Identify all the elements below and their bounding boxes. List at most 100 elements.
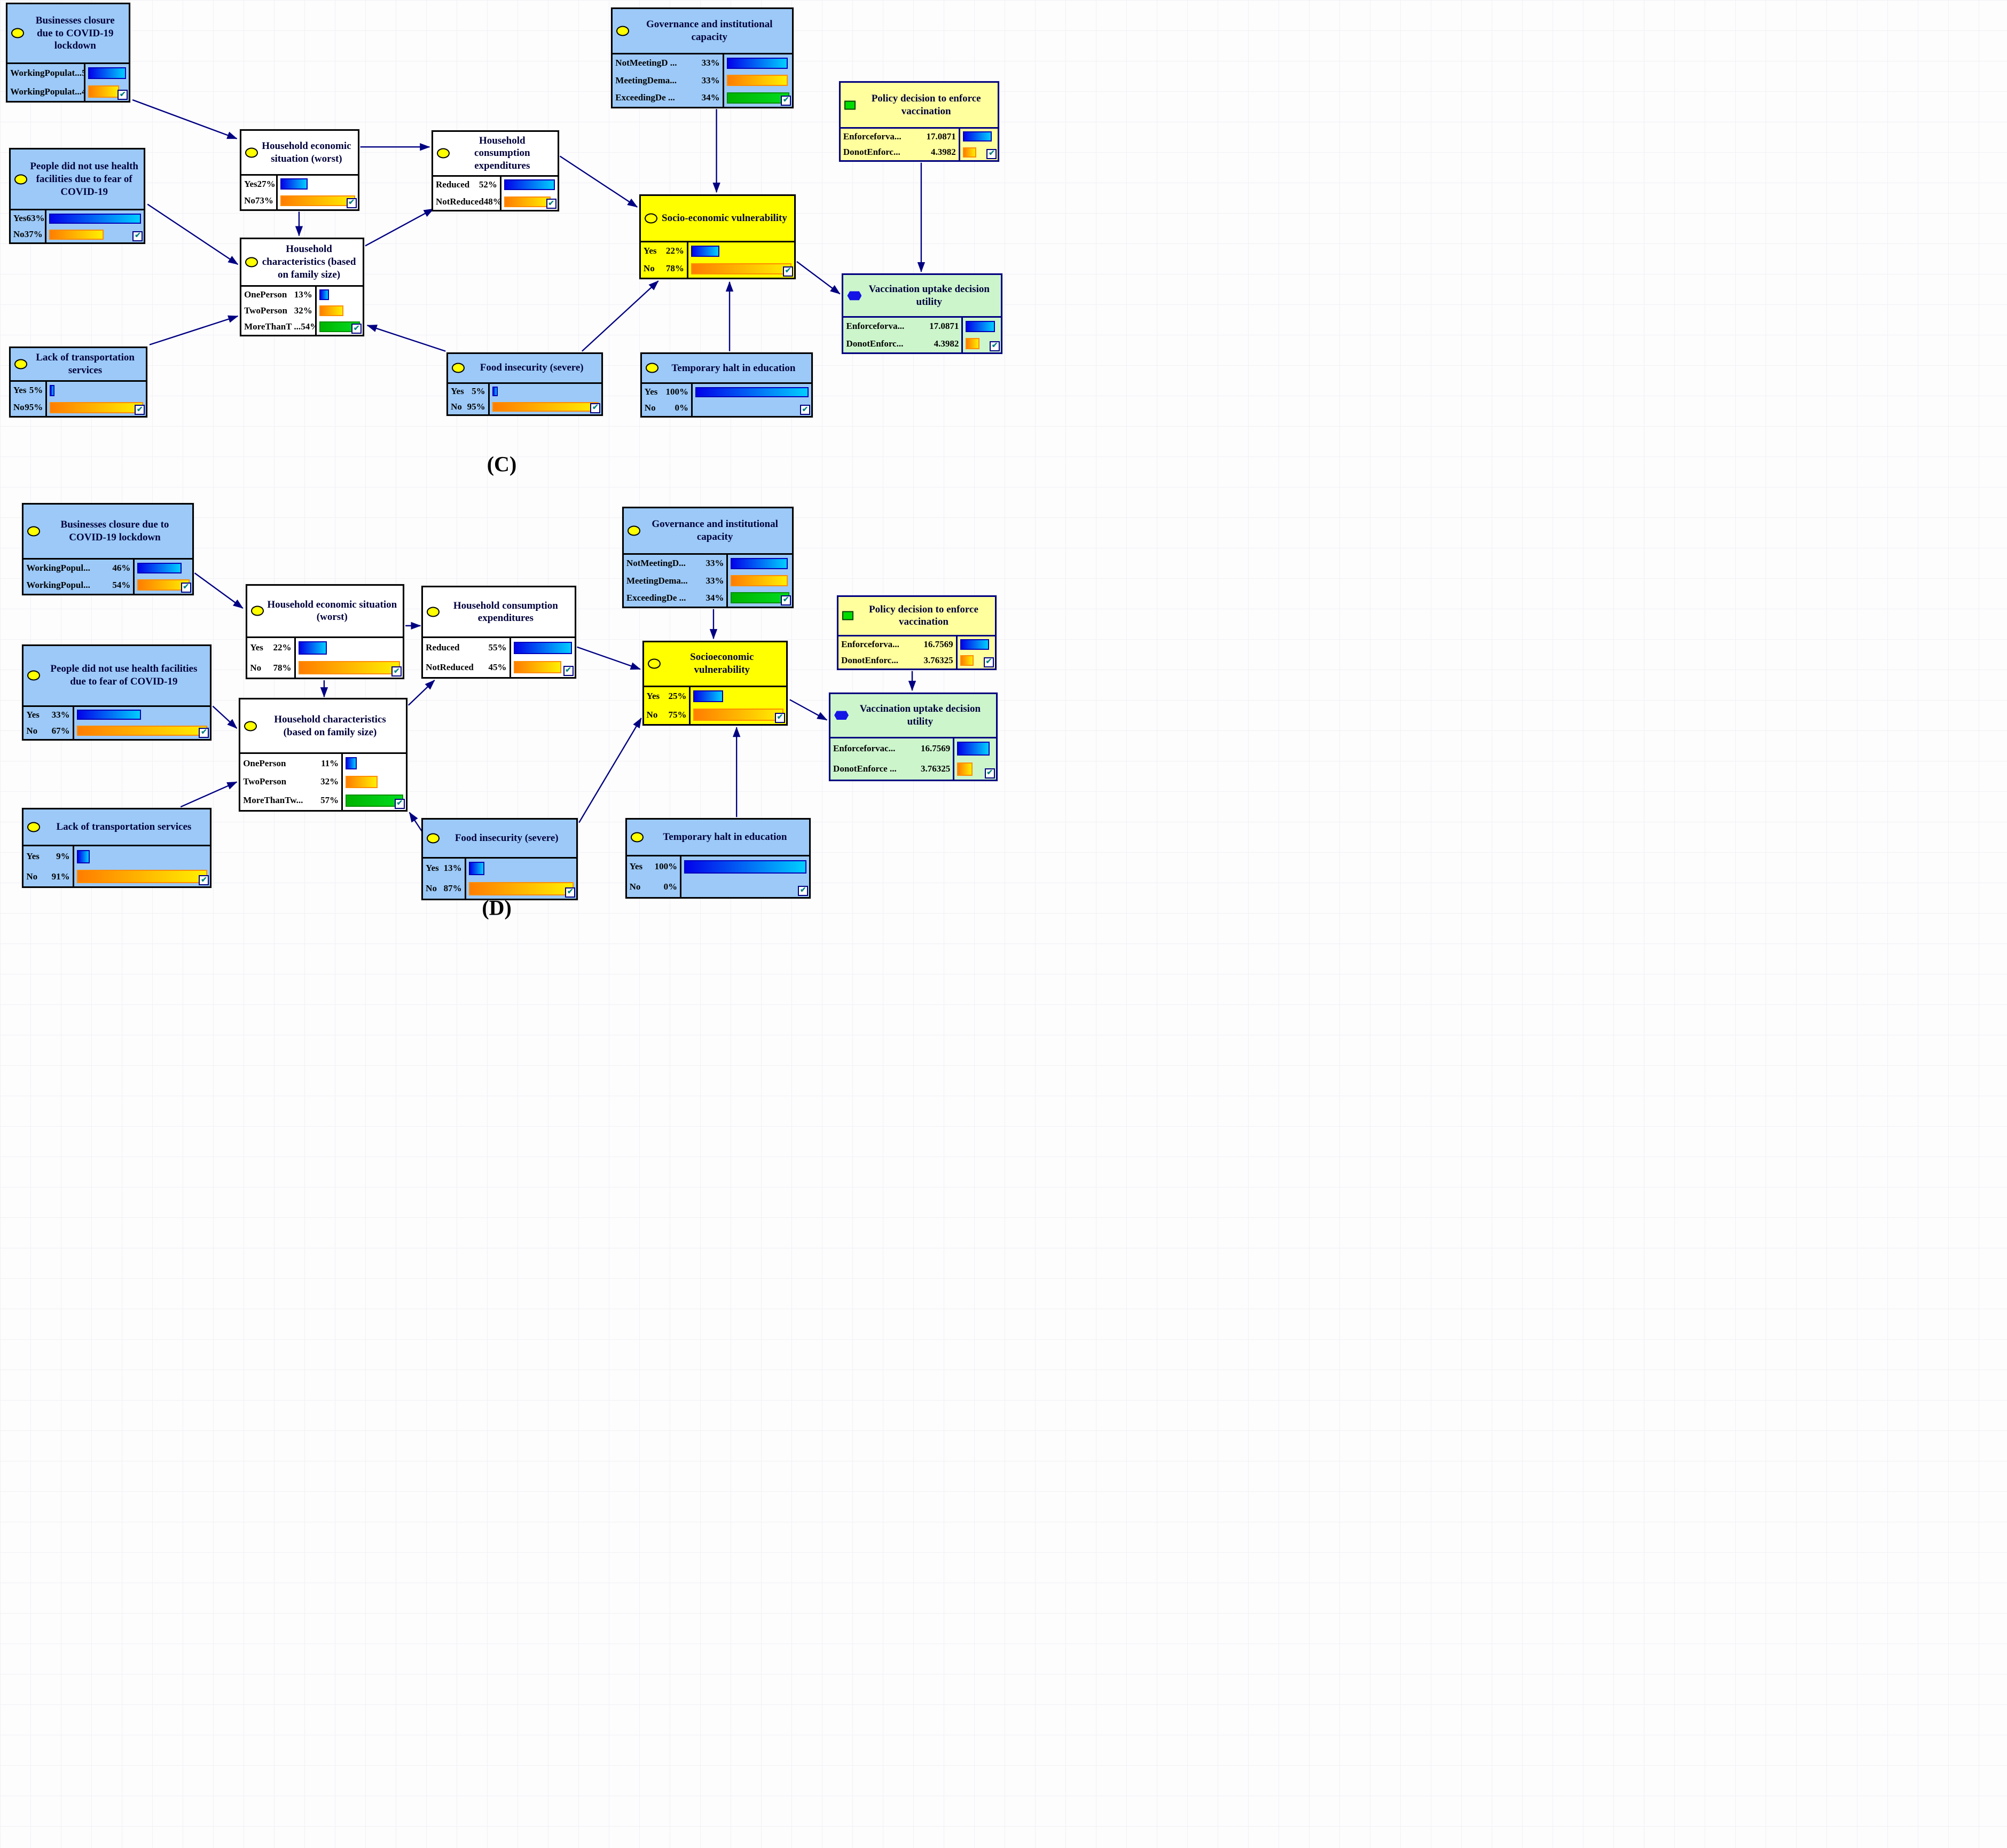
evidence-checkbox[interactable]: ✔ xyxy=(775,712,785,723)
evidence-checkbox[interactable]: ✔ xyxy=(798,885,809,896)
evidence-checkbox[interactable]: ✔ xyxy=(351,324,362,334)
evidence-checkbox[interactable]: ✔ xyxy=(563,665,574,676)
state-row[interactable]: WorkingPopulat...55% xyxy=(7,64,129,83)
node-d-household-characteristics[interactable]: Household characteristics (based on fami… xyxy=(239,697,407,812)
evidence-checkbox[interactable]: ✔ xyxy=(983,657,994,667)
evidence-checkbox[interactable]: ✔ xyxy=(783,266,794,277)
state-row[interactable]: ExceedingDe ...34% xyxy=(613,89,792,107)
evidence-checkbox[interactable]: ✔ xyxy=(984,768,995,778)
state-row[interactable]: WorkingPopul...54% xyxy=(23,576,192,594)
state-row[interactable]: NotMeetingD...33% xyxy=(624,555,792,572)
evidence-checkbox[interactable]: ✔ xyxy=(181,582,191,593)
evidence-checkbox[interactable]: ✔ xyxy=(781,595,791,605)
evidence-checkbox[interactable]: ✔ xyxy=(590,403,601,413)
node-c-businesses-closure[interactable]: Businesses closure due to COVID-19 lockd… xyxy=(6,3,131,103)
state-row[interactable]: Enforceforvac...16.7569 xyxy=(830,738,996,759)
state-row[interactable]: MeetingDema...33% xyxy=(613,72,792,90)
evidence-checkbox[interactable]: ✔ xyxy=(986,148,997,159)
node-c-household-characteristics[interactable]: Household characteristics (based on fami… xyxy=(240,237,365,337)
state-row[interactable]: MoreThanT ...54% xyxy=(241,319,363,335)
node-d-health-facilities-fear[interactable]: People did not use health facilities due… xyxy=(22,644,212,741)
evidence-checkbox[interactable]: ✔ xyxy=(799,405,810,415)
node-c-health-facilities-fear[interactable]: People did not use health facilities due… xyxy=(9,147,146,244)
state-row[interactable]: DonotEnforce ...3.76325 xyxy=(830,759,996,780)
evidence-checkbox[interactable]: ✔ xyxy=(781,95,791,106)
evidence-checkbox[interactable]: ✔ xyxy=(391,666,402,677)
state-row[interactable]: DonotEnforc...4.3982 xyxy=(843,335,1001,352)
evidence-checkbox[interactable]: ✔ xyxy=(546,199,556,209)
state-row[interactable]: MeetingDema...33% xyxy=(624,572,792,589)
evidence-checkbox[interactable]: ✔ xyxy=(565,887,576,898)
state-row[interactable]: ExceedingDe ...34% xyxy=(624,589,792,607)
evidence-checkbox[interactable]: ✔ xyxy=(394,798,405,809)
state-row[interactable]: Enforceforva...17.0871 xyxy=(843,318,1001,335)
node-d-businesses-closure[interactable]: Businesses closure due to COVID-19 lockd… xyxy=(22,502,194,595)
state-row[interactable]: DonotEnforc...3.76325 xyxy=(838,652,995,669)
evidence-checkbox[interactable]: ✔ xyxy=(117,90,128,100)
state-row[interactable]: Enforceforva...16.7569 xyxy=(838,636,995,652)
state-row[interactable]: WorkingPopulat...45% xyxy=(7,82,129,101)
state-row[interactable]: Enforceforva...17.0871 xyxy=(841,128,998,145)
evidence-checkbox[interactable]: ✔ xyxy=(199,875,209,886)
state-row[interactable]: DonotEnforc...4.3982 xyxy=(841,144,998,160)
evidence-checkbox[interactable]: ✔ xyxy=(199,727,209,738)
state-row[interactable]: WorkingPopul...46% xyxy=(23,559,192,577)
evidence-checkbox[interactable]: ✔ xyxy=(132,231,143,241)
evidence-checkbox[interactable]: ✔ xyxy=(990,341,1000,351)
state-row[interactable]: NotMeetingD ...33% xyxy=(613,54,792,72)
state-row[interactable]: MoreThanTw...57% xyxy=(240,791,406,810)
evidence-checkbox[interactable]: ✔ xyxy=(135,405,145,415)
evidence-checkbox[interactable]: ✔ xyxy=(346,198,357,208)
